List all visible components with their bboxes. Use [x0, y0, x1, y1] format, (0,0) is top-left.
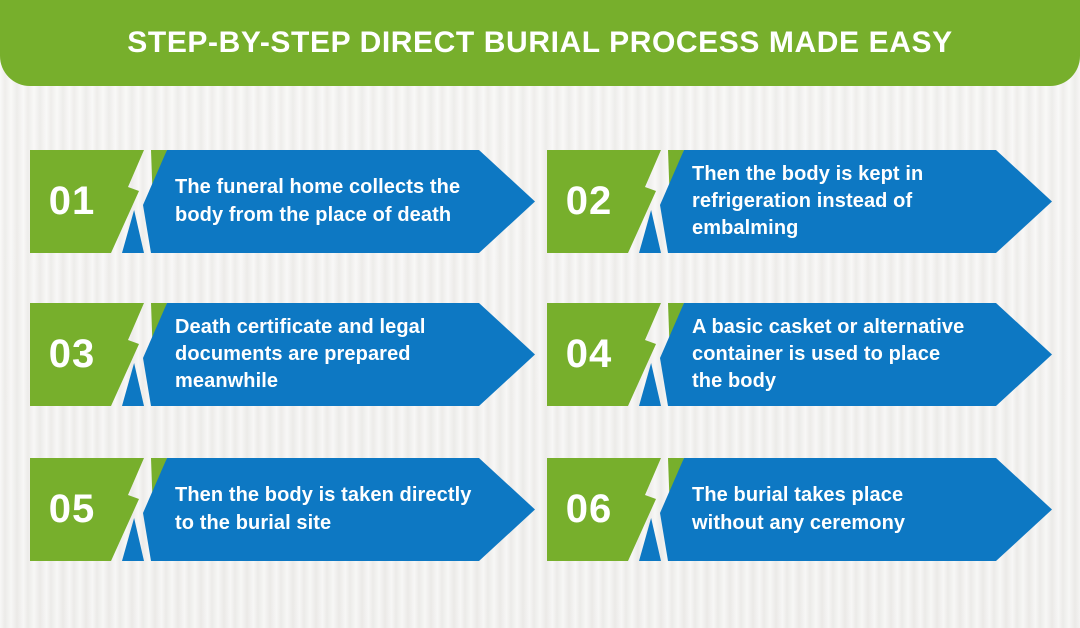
page-title: STEP-BY-STEP DIRECT BURIAL PROCESS MADE …	[127, 26, 953, 59]
step-description-text: The burial takes place without any cerem…	[692, 484, 906, 534]
step-description: The burial takes place without any cerem…	[692, 458, 1044, 561]
step-arrow-shape	[660, 458, 1052, 561]
step-arrow-shape	[143, 303, 535, 406]
step-number: 05	[48, 487, 96, 531]
step-description-text: Then the body is kept in refrigeration i…	[692, 162, 924, 240]
step-description: Then the body is kept in refrigeration i…	[692, 150, 1044, 253]
step-2: 02 Then the body is kept in refrigeratio…	[547, 150, 1052, 253]
step-description: The funeral home collects the body from …	[175, 150, 527, 253]
step-description-text: Then the body is taken directly to the b…	[175, 484, 472, 534]
step-description-text: Death certificate and legal documents ar…	[175, 315, 426, 393]
step-number: 06	[565, 487, 613, 531]
step-number: 01	[48, 179, 96, 223]
step-description-text: A basic casket or alternative container …	[692, 315, 965, 393]
step-4: 04 A basic casket or alternative contain…	[547, 303, 1052, 406]
step-6: 06 The burial takes place without any ce…	[547, 458, 1052, 561]
step-5: 05 Then the body is taken directly to th…	[30, 458, 535, 561]
step-1: 01 The funeral home collects the body fr…	[30, 150, 535, 253]
step-description-text: The funeral home collects the body from …	[175, 176, 461, 226]
step-description: Then the body is taken directly to the b…	[175, 458, 527, 561]
step-description: A basic casket or alternative container …	[692, 303, 1044, 406]
step-number: 03	[48, 332, 96, 376]
step-arrow-shape	[143, 150, 535, 253]
step-arrow-shape	[143, 458, 535, 561]
step-number: 04	[565, 332, 613, 376]
step-arrow-shape	[660, 150, 1052, 253]
step-description: Death certificate and legal documents ar…	[175, 303, 527, 406]
step-arrow-shape	[660, 303, 1052, 406]
step-number: 02	[565, 179, 613, 223]
step-3: 03 Death certificate and legal documents…	[30, 303, 535, 406]
title-banner: STEP-BY-STEP DIRECT BURIAL PROCESS MADE …	[0, 0, 1080, 86]
